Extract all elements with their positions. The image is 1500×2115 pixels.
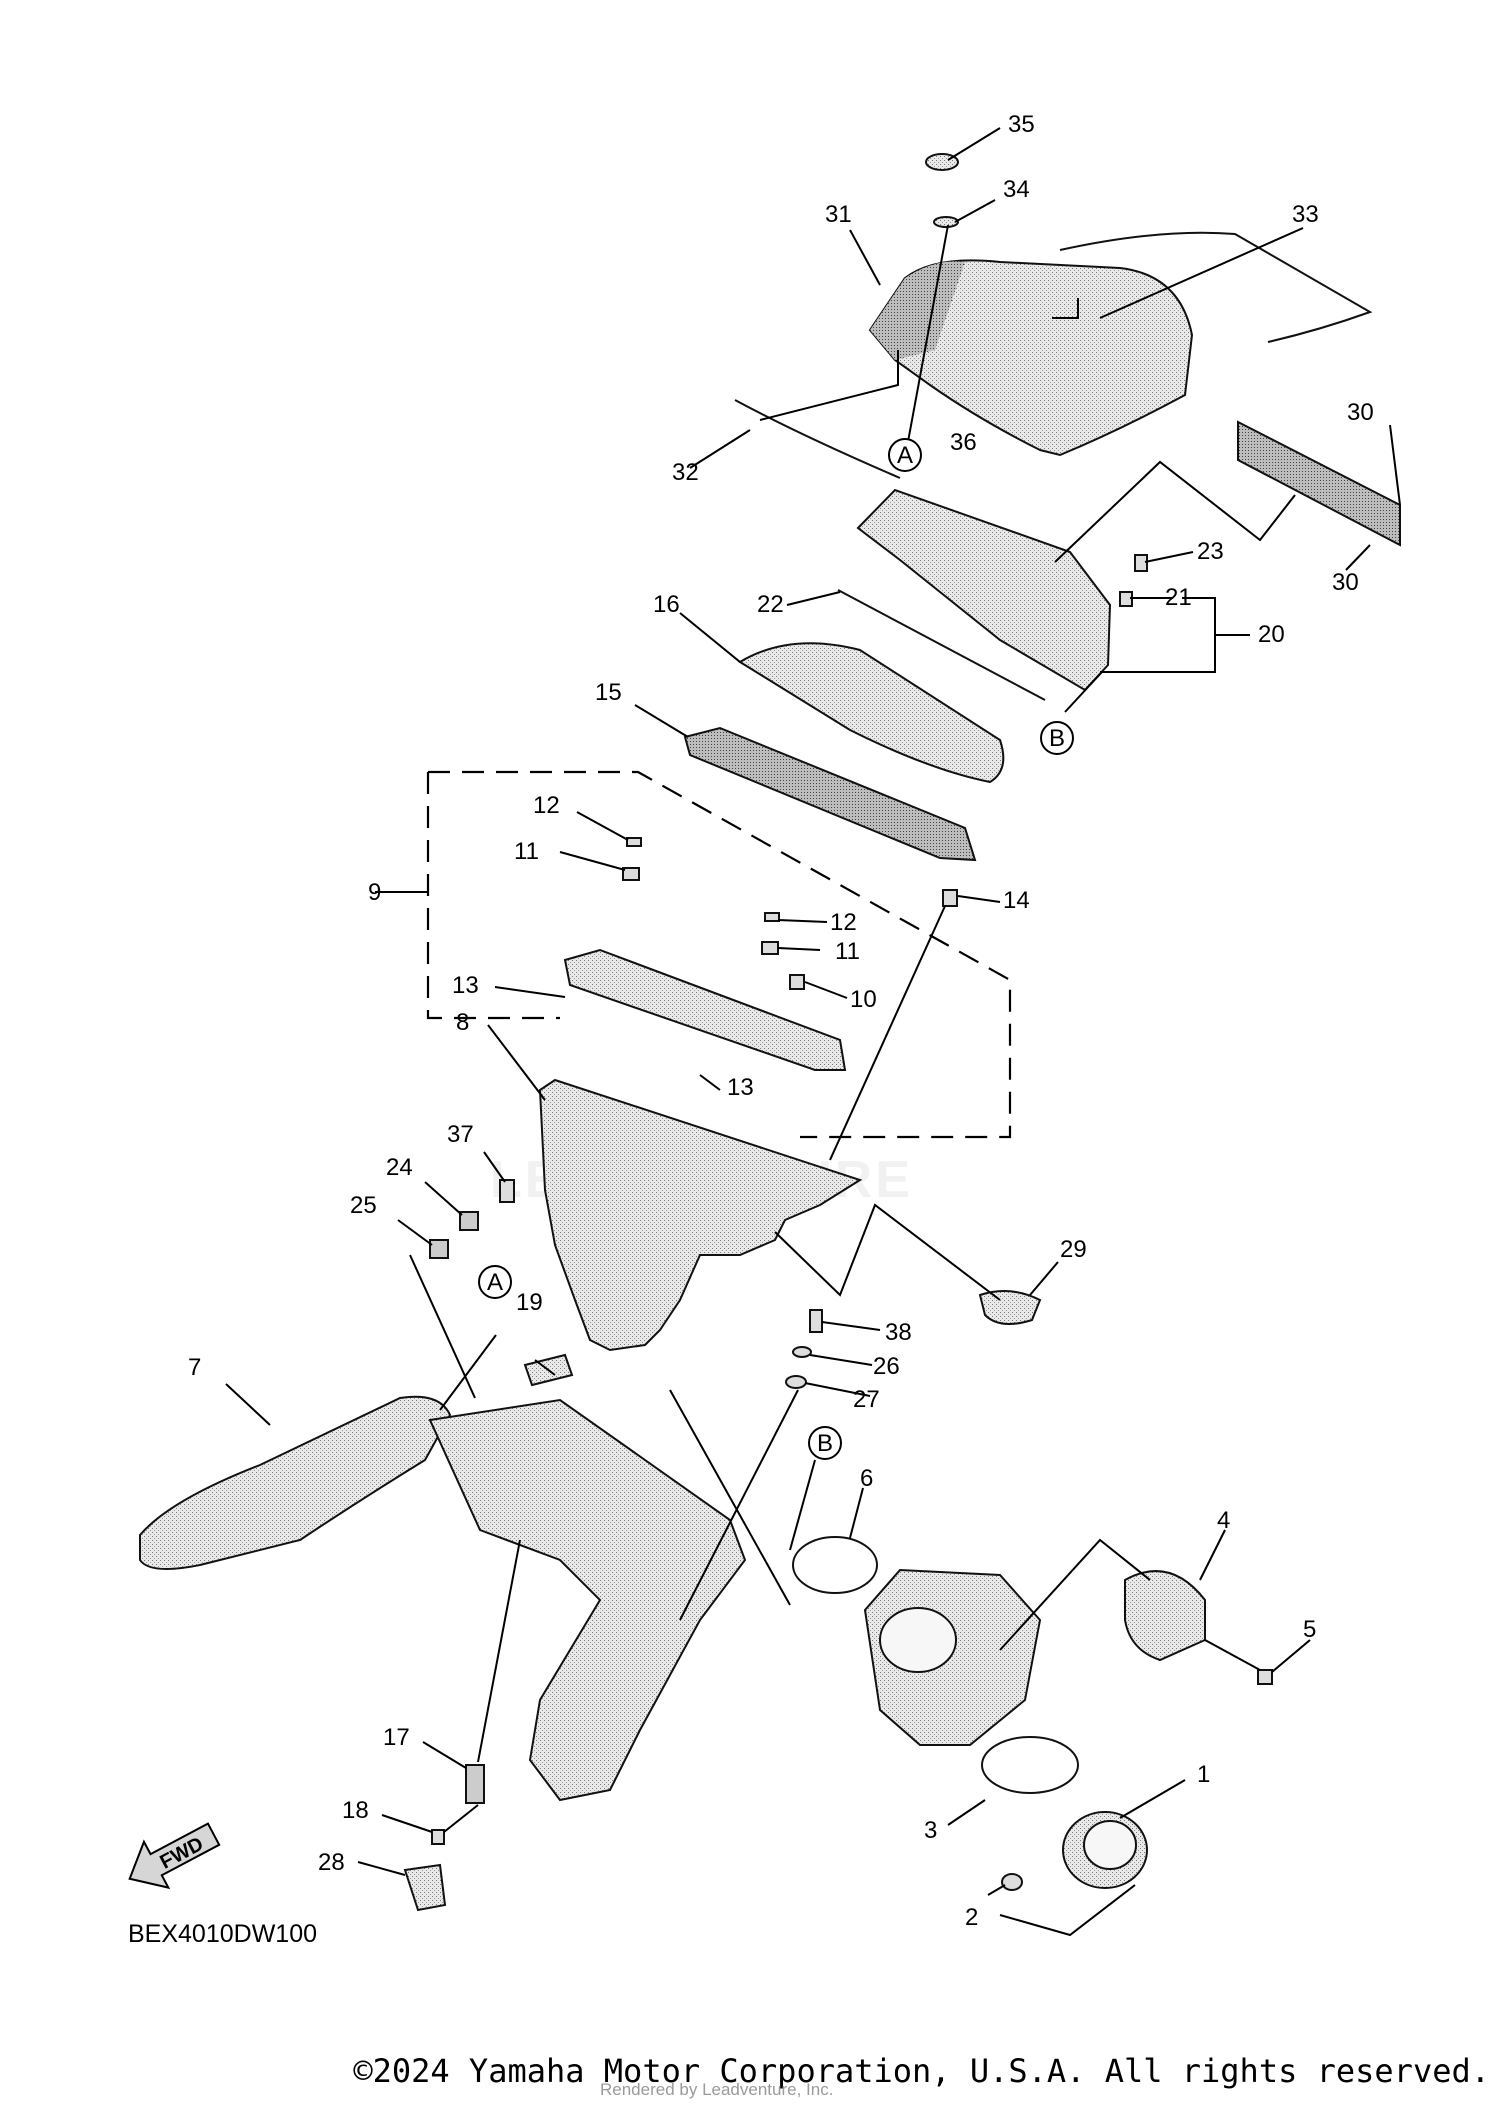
- callout-30-bottom: 30: [1332, 569, 1359, 596]
- callout-29: 29: [1060, 1236, 1087, 1263]
- callout-9: 9: [368, 879, 381, 906]
- callout-32: 32: [672, 459, 699, 486]
- part-11-a: [622, 867, 640, 881]
- part-7-body: [428, 1398, 747, 1802]
- part-10: [789, 974, 805, 990]
- part-12-b: [764, 912, 780, 922]
- part-16: [738, 642, 1005, 784]
- part-15: [683, 726, 977, 862]
- part-1-inner: [1083, 1820, 1137, 1870]
- callout-35: 35: [1008, 111, 1035, 138]
- leader-lines: [225, 127, 1401, 1937]
- part-6: [792, 1536, 878, 1594]
- callout-18: 18: [342, 1797, 369, 1824]
- callout-27: 27: [853, 1386, 880, 1413]
- callout-14: 14: [1003, 887, 1030, 914]
- part-23: [1134, 554, 1148, 572]
- part-27: [785, 1375, 807, 1389]
- callout-25: 25: [350, 1192, 377, 1219]
- part-29: [978, 1290, 1042, 1325]
- svg-text:A: A: [897, 442, 913, 469]
- marker-a-bottom: A: [478, 1265, 512, 1299]
- callout-5: 5: [1303, 1616, 1316, 1643]
- callout-23: 23: [1197, 538, 1224, 565]
- callout-3: 3: [924, 1817, 937, 1844]
- callout-11-a: 11: [514, 838, 539, 865]
- part-13: [563, 948, 847, 1071]
- callout-16: 16: [653, 591, 680, 618]
- callout-30-top: 30: [1347, 399, 1374, 426]
- part-14: [942, 889, 958, 907]
- throttle-bore: [879, 1607, 957, 1673]
- part-28: [403, 1863, 447, 1912]
- marker-a-top: A: [888, 438, 922, 472]
- callout-8: 8: [456, 1009, 469, 1036]
- part-2: [1001, 1873, 1023, 1891]
- part-33: [1059, 231, 1373, 343]
- callout-38: 38: [885, 1319, 912, 1346]
- part-31: [868, 259, 1194, 457]
- callout-21: 21: [1165, 584, 1192, 611]
- part-31-shade: [870, 261, 965, 360]
- copyright-notice: ©2024 Yamaha Motor Corporation, U.S.A. A…: [353, 2052, 1490, 2090]
- callout-13-b: 13: [727, 1074, 754, 1101]
- callout-37: 37: [447, 1121, 474, 1148]
- part-32: [734, 399, 901, 479]
- part-12-a: [626, 837, 642, 847]
- callout-2: 2: [965, 1904, 978, 1931]
- callout-13-a: 13: [452, 972, 479, 999]
- callout-11-b: 11: [835, 938, 860, 965]
- part-22: [837, 589, 1046, 701]
- rendered-by: Rendered by Leadventure, Inc.: [600, 2080, 834, 2099]
- marker-b-top: B: [1040, 721, 1074, 755]
- callout-17: 17: [383, 1724, 410, 1751]
- marker-b-bottom: B: [808, 1426, 842, 1460]
- callout-22: 22: [757, 591, 784, 618]
- fwd-arrow: FWD: [128, 1822, 221, 1890]
- part-38: [809, 1309, 823, 1333]
- callout-7: 7: [188, 1354, 201, 1381]
- part-3: [981, 1736, 1079, 1794]
- part-30: [1237, 420, 1401, 547]
- part-5: [1257, 1669, 1273, 1685]
- part-37: [499, 1179, 515, 1203]
- callout-33: 33: [1292, 201, 1319, 228]
- svg-text:B: B: [817, 1430, 833, 1457]
- callout-26: 26: [873, 1353, 900, 1380]
- callout-12-a: 12: [533, 792, 560, 819]
- callout-28: 28: [318, 1849, 345, 1876]
- callout-34: 34: [1003, 176, 1030, 203]
- part-20: [856, 488, 1112, 692]
- part-17: [465, 1764, 485, 1804]
- part-24: [459, 1211, 479, 1231]
- part-7: [139, 1395, 452, 1570]
- svg-text:A: A: [487, 1269, 503, 1296]
- callout-24: 24: [386, 1154, 413, 1181]
- callout-15: 15: [595, 679, 622, 706]
- callout-12-b: 12: [830, 909, 857, 936]
- callout-10: 10: [850, 986, 877, 1013]
- callout-6: 6: [860, 1465, 873, 1492]
- callout-1: 1: [1197, 1761, 1210, 1788]
- callout-36: 36: [950, 429, 977, 456]
- callout-19: 19: [516, 1289, 543, 1316]
- part-8: [538, 1078, 863, 1352]
- assembly-box-9: [426, 770, 1012, 1139]
- callout-4: 4: [1217, 1507, 1230, 1534]
- svg-text:B: B: [1049, 725, 1065, 752]
- part-25: [429, 1239, 449, 1259]
- part-34: [933, 216, 959, 228]
- part-11-b: [761, 941, 779, 955]
- part-4: [1124, 1570, 1206, 1662]
- diagram-code: BEX4010DW100: [128, 1920, 318, 1948]
- callout-numbers: 1 2 3 4 5 6 7 8 9 10 11 11 12 12 13 13 1…: [188, 111, 1374, 1931]
- callout-20: 20: [1258, 621, 1285, 648]
- callout-31: 31: [825, 201, 852, 228]
- parts-group: [139, 153, 1401, 1912]
- part-18: [431, 1829, 445, 1845]
- part-26: [792, 1346, 812, 1358]
